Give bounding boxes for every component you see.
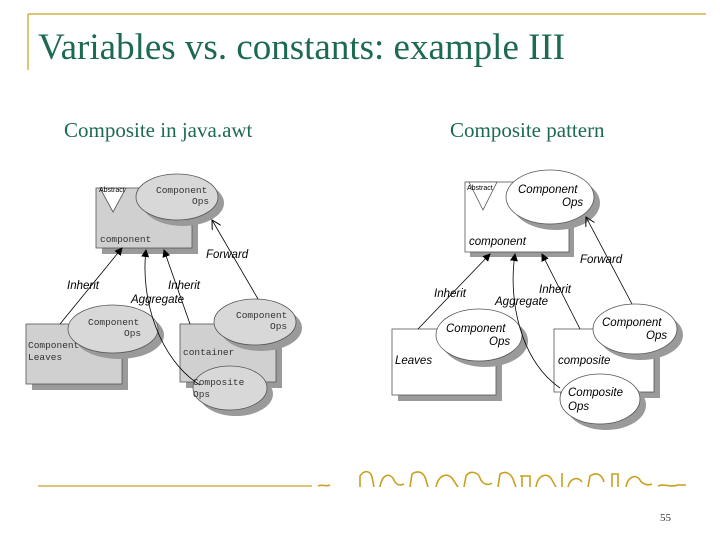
right-leaves-ops-line1: Component [446, 323, 506, 335]
left-composite-ops-ellipse [192, 365, 268, 411]
right-edge-forward [586, 217, 633, 305]
left-label-aggregate: Aggregate [130, 294, 184, 306]
right-composite-ops-line2: Ops [568, 401, 589, 413]
left-leaves-ops-ellipse [67, 304, 159, 354]
left-label-forward: Forward [206, 249, 249, 261]
left-label-inherit-2: Inherit [168, 280, 201, 292]
right-component-label: component [469, 236, 527, 248]
header-decoration [27, 13, 706, 70]
left-leaves-label-line1: Component [28, 340, 79, 351]
right-abstract-tag: Abstract [467, 185, 493, 192]
right-edge-aggregate [509, 253, 561, 389]
right-abstract-triangle [468, 181, 498, 211]
right-composite-label: composite [558, 355, 610, 367]
right-label-inherit-2: Inherit [539, 284, 572, 296]
right-leaves-label: Leaves [395, 355, 432, 367]
right-leaves-ops-ellipse [435, 308, 523, 362]
left-abstract-tag: Abstract [99, 187, 125, 194]
right-component-ops-ellipse [505, 169, 595, 225]
right-label-aggregate: Aggregate [494, 296, 548, 308]
right-composite-component-ops-line1: Component [602, 317, 662, 329]
left-leaves-ops-line2: Ops [124, 328, 141, 339]
right-diagram-heading: Composite pattern [450, 118, 605, 142]
right-component-ops-line2: Ops [562, 197, 583, 209]
left-composite-ops-line2: Ops [193, 389, 210, 400]
right-component-ops-line1: Component [518, 184, 578, 196]
right-label-inherit-1: Inherit [434, 288, 467, 300]
left-edge-inherit-container [162, 249, 191, 325]
left-composite-ops-line1: Composite [193, 377, 245, 388]
right-leaves-ops-line2: Ops [489, 336, 510, 348]
left-abstract-triangle [99, 187, 127, 213]
right-composite-component-ops-line2: Ops [646, 330, 667, 342]
right-edge-inherit-leaves [417, 253, 491, 330]
footer-flourish [317, 470, 686, 488]
right-diagram: component Abstract Component Ops Leaves … [391, 169, 683, 430]
left-component-ops-line2: Ops [192, 196, 209, 207]
left-leaves-ops-line1: Component [88, 317, 139, 328]
left-diagram-heading: Composite in java.awt [64, 118, 253, 142]
right-composite-ops-ellipse [559, 373, 641, 425]
right-composite-ops-line1: Composite [568, 387, 623, 399]
slide-title: Variables vs. constants: example III [38, 27, 566, 68]
left-container-label: container [183, 347, 234, 358]
left-diagram: component Abstract Component Ops Compone… [25, 173, 302, 416]
right-label-forward: Forward [580, 254, 623, 266]
left-edge-forward [212, 220, 259, 300]
left-edge-inherit-leaves [59, 247, 123, 325]
left-container-ops-line1: Component [236, 310, 287, 321]
footer-decoration [38, 470, 686, 488]
left-label-inherit-1: Inherit [67, 280, 100, 292]
left-component-ops-ellipse [135, 173, 219, 221]
left-component-ops-line1: Component [156, 185, 207, 196]
left-container-ops-line2: Ops [270, 321, 287, 332]
left-container-ops-ellipse [213, 298, 297, 346]
left-component-label: component [100, 234, 151, 245]
right-edge-inherit-composite [541, 253, 581, 330]
page-number: 55 [660, 512, 671, 524]
right-composite-component-ops-ellipse [592, 303, 678, 355]
left-leaves-label-line2: Leaves [28, 352, 62, 363]
left-edge-aggregate [141, 249, 201, 386]
